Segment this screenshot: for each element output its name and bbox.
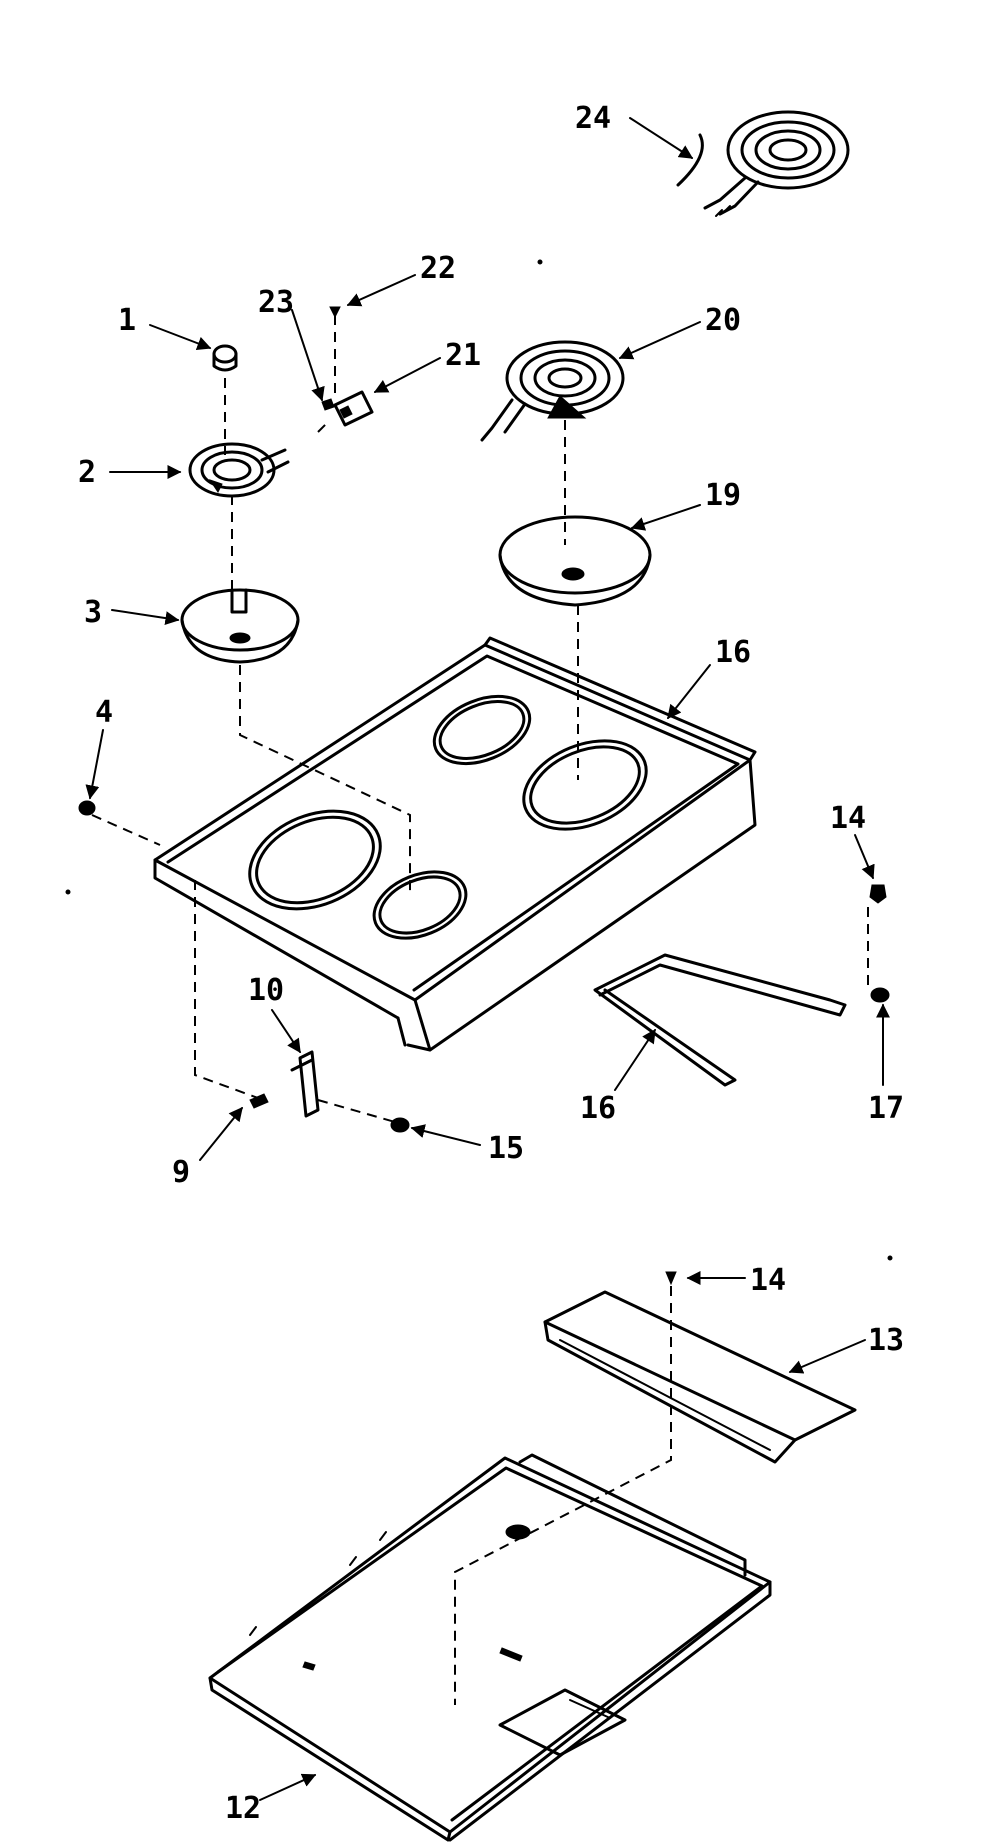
screw-right	[869, 884, 887, 904]
callout-10: 10	[248, 973, 284, 1008]
callout-21: 21	[445, 338, 481, 373]
terminal-clip	[321, 398, 335, 411]
screw-cover	[665, 1271, 677, 1286]
callout-22: 22	[420, 251, 456, 286]
control-knob-cap	[212, 344, 238, 372]
callout-13: 13	[868, 1323, 904, 1358]
cooktop-trim-strip	[593, 953, 847, 1087]
clip-right	[870, 987, 890, 1003]
screw-bracket	[249, 1093, 269, 1109]
cooktop	[153, 636, 757, 1052]
screw-top	[329, 306, 341, 319]
callout-19: 19	[705, 478, 741, 513]
screw-front	[390, 1117, 410, 1133]
callout-20: 20	[705, 303, 741, 338]
control-cover-panel	[543, 1290, 857, 1464]
callout-4: 4	[95, 695, 113, 730]
hinge-bracket	[290, 1050, 320, 1118]
terminal-block	[333, 390, 374, 427]
drip-pan-large	[498, 515, 652, 607]
surface-element-large	[703, 110, 850, 217]
callout-16-top: 16	[715, 635, 751, 670]
screw-left	[78, 800, 96, 816]
cooktop-bottom-pan	[208, 1453, 772, 1842]
callout-9: 9	[172, 1155, 190, 1190]
callout-leaders	[85, 117, 890, 1801]
callout-1: 1	[118, 303, 136, 338]
callout-17: 17	[868, 1091, 904, 1126]
callout-23: 23	[258, 285, 294, 320]
assembly-lines	[91, 315, 869, 1705]
scan-dot	[887, 1255, 893, 1261]
drip-pan-small	[180, 588, 300, 664]
element-terminal-bracket	[676, 133, 704, 187]
callout-15: 15	[488, 1131, 524, 1166]
callout-14-lower: 14	[750, 1263, 786, 1298]
callout-16-bottom: 16	[580, 1091, 616, 1126]
callout-14-upper: 14	[830, 801, 866, 836]
scan-dot	[65, 889, 71, 895]
callout-3: 3	[84, 595, 102, 630]
callout-24: 24	[575, 101, 611, 136]
callout-12: 12	[225, 1791, 261, 1826]
scan-dot	[537, 259, 543, 265]
surface-element-small	[188, 442, 290, 498]
callout-2: 2	[78, 455, 96, 490]
callout-labels: 1 2 3 4 9 10 12 13 14 14 15 16 16 17 19 …	[78, 101, 904, 1826]
surface-element-right	[480, 340, 625, 442]
